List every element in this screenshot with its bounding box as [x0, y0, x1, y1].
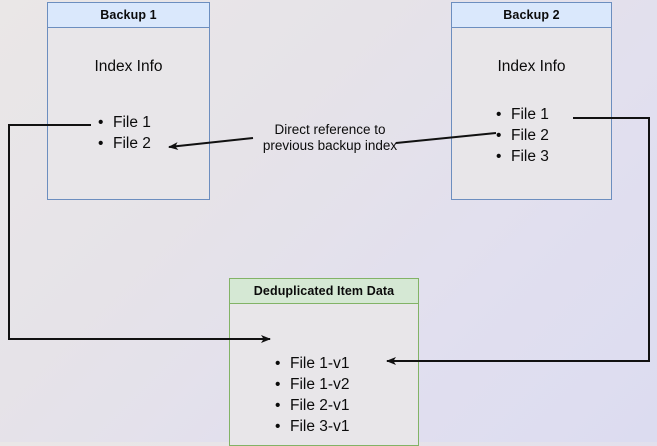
- list-item: File 3: [496, 146, 549, 167]
- list-item: File 1: [496, 104, 549, 125]
- list-item: File 1: [98, 112, 151, 133]
- direct-reference-annotation: Direct reference to previous backup inde…: [248, 122, 412, 154]
- deduplicated-item-data-header: Deduplicated Item Data: [229, 278, 419, 304]
- backup-2-index-info-label: Index Info: [497, 58, 566, 75]
- list-item: File 2: [98, 133, 151, 154]
- backup-1-box[interactable]: Backup 1 Index Info File 1 File 2: [47, 2, 210, 200]
- backup-2-header: Backup 2: [451, 2, 612, 28]
- direct-reference-line-2: previous backup index: [262, 138, 398, 153]
- backup-2-box[interactable]: Backup 2 Index Info File 1 File 2 File 3: [451, 2, 612, 200]
- direct-reference-line-1: Direct reference to: [274, 122, 386, 137]
- backup-1-body: Index Info File 1 File 2: [47, 28, 210, 200]
- list-item: File 2: [496, 125, 549, 146]
- list-item: File 1-v1: [275, 353, 349, 374]
- deduplicated-item-data-box[interactable]: Deduplicated Item Data File 1-v1 File 1-…: [229, 278, 419, 446]
- deduplicated-item-data-body: File 1-v1 File 1-v2 File 2-v1 File 3-v1: [229, 304, 419, 446]
- list-item: File 3-v1: [275, 416, 349, 437]
- backup-1-file-list: File 1 File 2: [98, 112, 151, 154]
- backup-2-body: Index Info File 1 File 2 File 3: [451, 28, 612, 200]
- backup-1-index-info-label: Index Info: [94, 58, 163, 75]
- list-item: File 1-v2: [275, 374, 349, 395]
- backup-1-header: Backup 1: [47, 2, 210, 28]
- list-item: File 2-v1: [275, 395, 349, 416]
- backup-2-file-list: File 1 File 2 File 3: [496, 104, 549, 167]
- deduplicated-file-list: File 1-v1 File 1-v2 File 2-v1 File 3-v1: [275, 353, 349, 437]
